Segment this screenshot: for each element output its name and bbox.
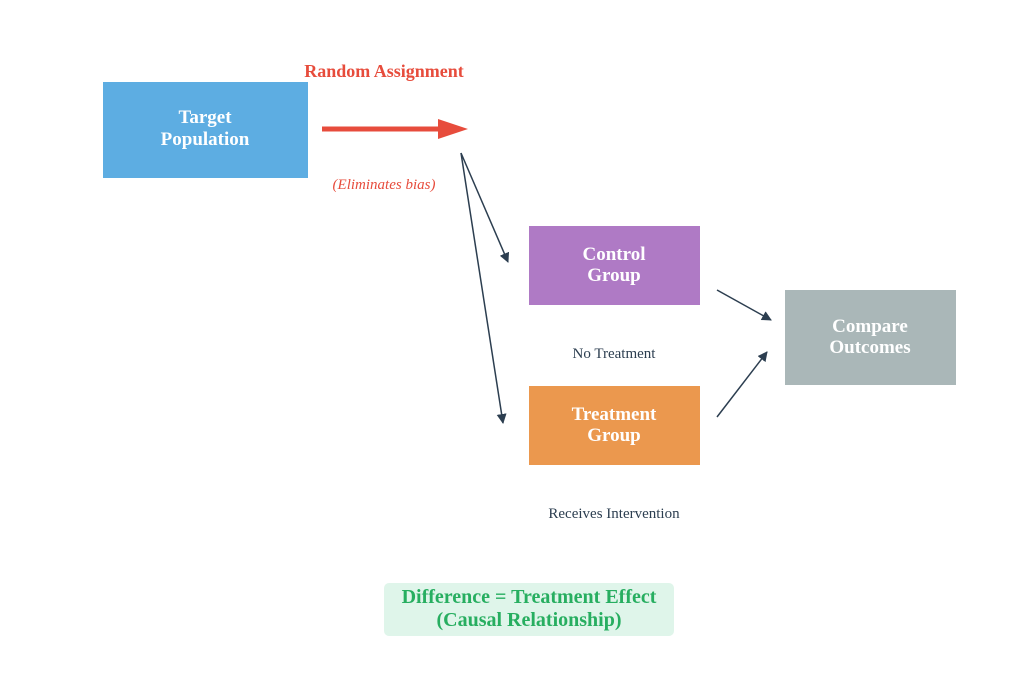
treatment-effect-box: Difference = Treatment Effect (Causal Re…: [384, 583, 674, 636]
node-label: Target: [178, 107, 232, 128]
arrow-treatment-to-compare: [716, 351, 768, 418]
target-population-node: Target Population: [103, 82, 308, 178]
result-line: (Causal Relationship): [436, 609, 621, 631]
arrow-to-control: [460, 152, 510, 263]
random-assignment-label: Random Assignment: [304, 61, 464, 81]
eliminates-bias-label: (Eliminates bias): [333, 177, 436, 193]
no-treatment-caption: No Treatment: [573, 346, 657, 362]
node-label: Outcomes: [829, 337, 910, 358]
receives-intervention-caption: Receives Intervention: [548, 506, 680, 522]
node-label: Treatment: [572, 404, 657, 425]
node-label: Population: [161, 129, 250, 150]
compare-outcomes-node: Compare Outcomes: [785, 290, 956, 385]
node-label: Compare: [832, 316, 908, 337]
node-label: Group: [587, 265, 641, 286]
control-group-node: Control Group: [529, 226, 700, 305]
random-assignment-arrow: [322, 119, 468, 139]
node-label: Control: [583, 244, 646, 265]
treatment-group-node: Treatment Group: [529, 386, 700, 465]
node-label: Group: [587, 425, 641, 446]
arrow-to-treatment: [460, 152, 507, 424]
arrow-control-to-compare: [716, 289, 772, 321]
result-line: Difference = Treatment Effect: [402, 586, 657, 608]
